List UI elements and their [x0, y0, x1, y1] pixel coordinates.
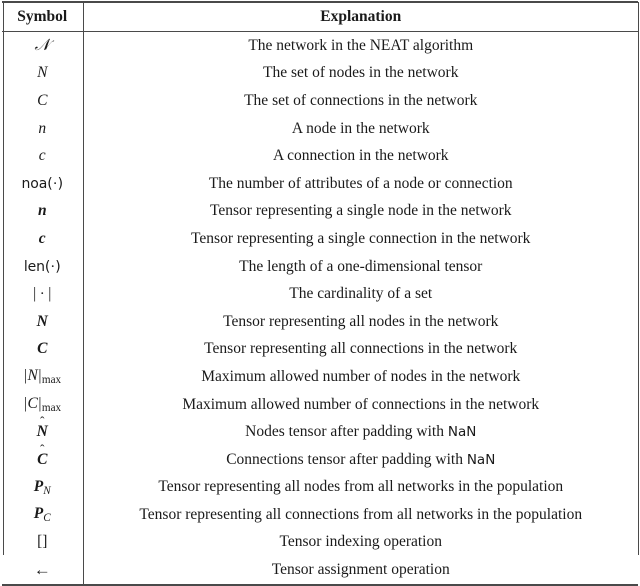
table-row: c Tensor representing a single connectio… — [2, 225, 638, 253]
table-right-border — [638, 2, 640, 555]
symbol-cell-population-nodes: PN — [2, 473, 84, 502]
explanation-cell: Nodes tensor after padding with NaN — [83, 418, 638, 446]
explanation-text: Connections tensor after padding with Na… — [226, 451, 495, 468]
symbol-cell-noa: noa(·) — [2, 169, 84, 198]
symbol-cell-connection-set: C — [2, 87, 84, 115]
explanation-text: Tensor representing all connections from… — [139, 505, 583, 523]
table-row: noa(·) The number of attributes of a nod… — [2, 169, 638, 198]
table-row: PC Tensor representing all connections f… — [2, 501, 638, 529]
explanation-code-token: NaN — [447, 424, 477, 441]
table-row: [] Tensor indexing operation — [2, 528, 638, 557]
explanation-text: Tensor assignment operation — [271, 561, 450, 579]
explanation-cell: Tensor assignment operation — [83, 556, 638, 586]
symbol-cell-max-nodes: |N|max — [2, 363, 84, 391]
explanation-cell: Maximum allowed number of connections in… — [83, 391, 638, 419]
explanation-cell: Connections tensor after padding with Na… — [83, 446, 638, 474]
table-row: 𝒩 The network in the NEAT algorithm — [2, 31, 638, 60]
table-row: n Tensor representing a single node in t… — [2, 197, 638, 226]
table-row: len(·) The length of a one-dimensional t… — [2, 252, 638, 281]
explanation-cell: Tensor representing a single node in the… — [83, 198, 638, 226]
table-row: c A connection in the network — [2, 142, 638, 170]
explanation-text: The length of a one-dimensional tensor — [239, 257, 483, 275]
explanation-cell: The cardinality of a set — [83, 280, 638, 308]
explanation-text: Tensor representing a single connection … — [191, 229, 531, 247]
explanation-cell: Tensor representing all connections from… — [83, 501, 638, 529]
symbol-cell-indexing: [] — [2, 528, 84, 557]
symbol-cell-population-connections: PC — [2, 501, 84, 529]
table-row: N The set of nodes in the network — [2, 59, 638, 88]
table-row: ̂C Connections tensor after padding with… — [2, 445, 638, 474]
table-row: n A node in the network — [2, 114, 638, 143]
explanation-text: Tensor representing all nodes from all n… — [158, 478, 564, 496]
explanation-cell: The set of connections in the network — [83, 87, 638, 115]
explanation-cell: Tensor representing all nodes in the net… — [83, 308, 638, 336]
symbol-cell-node: n — [2, 114, 84, 143]
table-header: Symbol Explanation — [2, 1, 638, 32]
explanation-text: A node in the network — [291, 119, 430, 137]
explanation-text: The number of attributes of a node or co… — [208, 174, 513, 192]
symbol-cell-all-nodes-tensor: N — [2, 307, 84, 336]
explanation-cell: The number of attributes of a node or co… — [83, 170, 638, 198]
symbol-cell-padded-connections: ̂C — [2, 445, 84, 474]
explanation-cell: Tensor representing a single connection … — [83, 225, 638, 253]
explanation-cell: A node in the network — [83, 115, 638, 143]
column-header-explanation: Explanation — [83, 1, 638, 32]
explanation-text: The network in the NEAT algorithm — [248, 36, 474, 54]
table-row: |N|max Maximum allowed number of nodes i… — [2, 363, 638, 391]
table-body: 𝒩 The network in the NEAT algorithm N Th… — [2, 31, 638, 586]
explanation-text: A connection in the network — [272, 147, 449, 165]
symbol-cell-max-connections: |C|max — [2, 390, 84, 419]
symbol-cell-padded-nodes: ̂N — [2, 418, 84, 446]
explanation-cell: The length of a one-dimensional tensor — [83, 253, 638, 281]
table-row: N Tensor representing all nodes in the n… — [2, 307, 638, 336]
explanation-text-prefix: Connections tensor after padding with — [226, 450, 467, 468]
table-row: PN Tensor representing all nodes from al… — [2, 473, 638, 502]
symbol-cell-all-connections-tensor: C — [2, 335, 84, 364]
table-left-border — [3, 2, 5, 555]
explanation-text: Tensor indexing operation — [279, 533, 443, 551]
explanation-text: Tensor representing all nodes in the net… — [223, 312, 499, 330]
table-row: | · | The cardinality of a set — [2, 280, 638, 308]
table-row: C Tensor representing all connections in… — [2, 335, 638, 364]
explanation-text: The set of connections in the network — [244, 91, 478, 109]
explanation-text: The set of nodes in the network — [263, 64, 459, 82]
symbol-cell-node-tensor: n — [2, 197, 84, 226]
explanation-cell: The network in the NEAT algorithm — [83, 32, 638, 60]
explanation-text: Maximum allowed number of connections in… — [182, 395, 540, 413]
table-row: ← Tensor assignment operation — [2, 556, 638, 586]
explanation-cell: The set of nodes in the network — [83, 60, 638, 88]
symbol-cell-connection: c — [2, 142, 84, 170]
explanation-cell: A connection in the network — [83, 142, 638, 170]
symbol-cell-connection-tensor: c — [2, 225, 84, 253]
explanation-text-prefix: Nodes tensor after padding with — [245, 423, 448, 441]
explanation-text: Tensor representing a single node in the… — [209, 202, 512, 220]
symbol-cell-cardinality: | · | — [2, 280, 84, 308]
explanation-text: Nodes tensor after padding with NaN — [245, 423, 476, 440]
symbol-cell-len: len(·) — [2, 252, 84, 281]
explanation-text: Tensor representing all connections in t… — [204, 340, 518, 358]
explanation-cell: Tensor representing all nodes from all n… — [83, 474, 638, 502]
table-header-row: Symbol Explanation — [2, 1, 638, 32]
explanation-text: Maximum allowed number of nodes in the n… — [201, 367, 521, 385]
left-arrow-icon: ← — [33, 560, 51, 580]
explanation-cell: Maximum allowed number of nodes in the n… — [83, 363, 638, 391]
explanation-code-token: NaN — [466, 451, 496, 468]
symbol-cell-node-set: N — [2, 59, 84, 88]
symbol-cell-network: 𝒩 — [2, 31, 84, 60]
column-header-symbol: Symbol — [2, 1, 84, 32]
table-row: |C|max Maximum allowed number of connect… — [2, 390, 638, 419]
table-row: C The set of connections in the network — [2, 87, 638, 115]
table-row: ̂N Nodes tensor after padding with NaN — [2, 418, 638, 446]
explanation-cell: Tensor representing all connections in t… — [83, 336, 638, 364]
explanation-cell: Tensor indexing operation — [83, 529, 638, 557]
symbol-cell-assignment: ← — [2, 556, 84, 586]
explanation-text: The cardinality of a set — [289, 285, 433, 303]
